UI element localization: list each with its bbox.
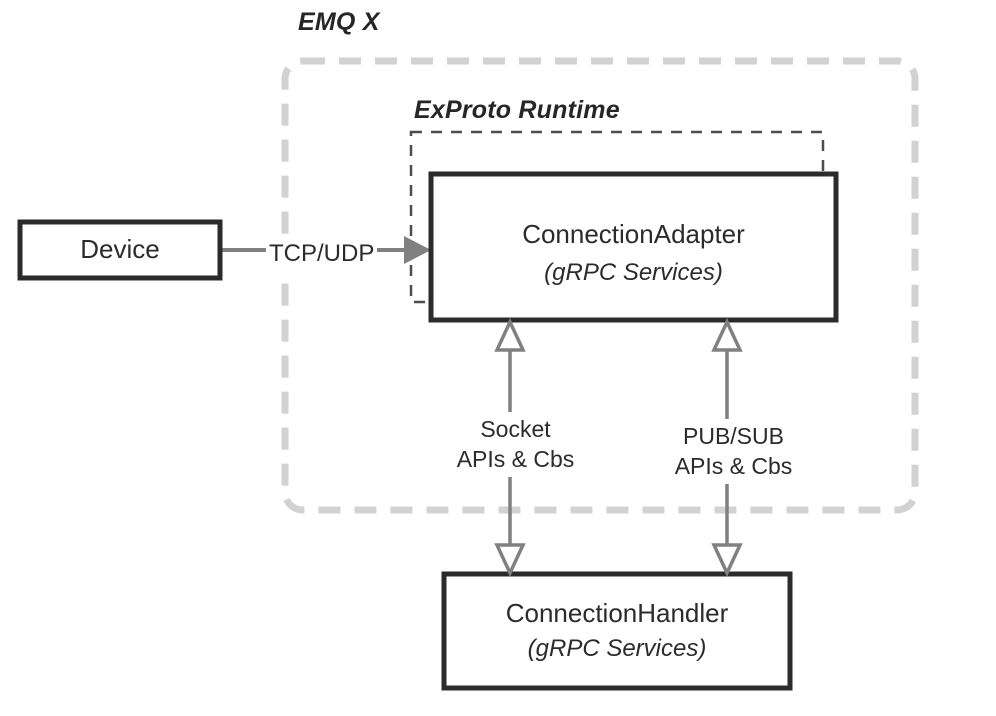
pubsub-apis-edge-label: PUB/SUB APIs & Cbs	[660, 419, 807, 484]
connection-adapter-subtitle: (gRPC Services)	[544, 259, 723, 286]
exproto-container-title: ExProto Runtime	[414, 96, 620, 124]
emqx-container-outline	[281, 57, 919, 514]
device-box[interactable]	[17, 219, 223, 281]
tcp-udp-edge-label: TCP/UDP	[266, 237, 378, 271]
connection-handler-title: ConnectionHandler	[505, 598, 729, 628]
connection-handler-subtitle: (gRPC Services)	[527, 635, 707, 662]
connection-handler-box[interactable]	[441, 571, 793, 691]
socket-apis-edge-label: Socket APIs & Cbs	[443, 412, 588, 477]
emqx-container-title: EMQ X	[298, 8, 380, 36]
device-adapter-arrowhead-icon	[404, 236, 431, 264]
socket-arrow-down-arrowhead-icon	[494, 543, 526, 578]
connection-adapter-title: ConnectionAdapter	[522, 219, 745, 249]
device-box-label: Device	[80, 234, 160, 264]
socket-arrow-up-arrowhead-icon	[494, 317, 526, 352]
pubsub-arrow-up-arrowhead-icon	[711, 317, 743, 352]
pubsub-arrow-down-arrowhead-icon	[711, 543, 743, 578]
connection-adapter-box[interactable]	[428, 171, 839, 323]
